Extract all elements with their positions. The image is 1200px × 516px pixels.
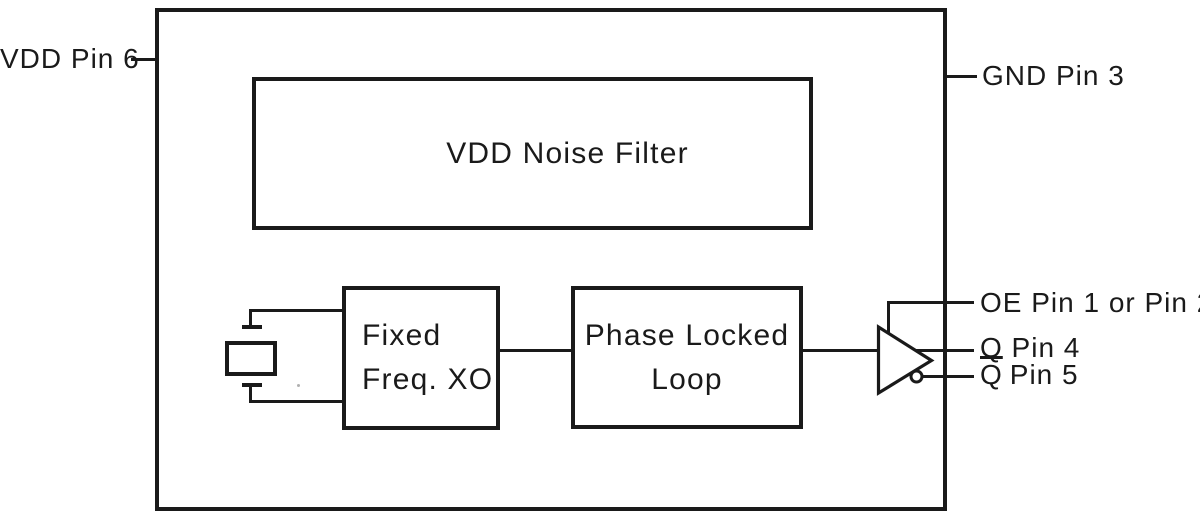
crystal-resonator-icon (225, 341, 277, 376)
q-bar-output-wire (919, 375, 974, 378)
output-buffer-icon (876, 324, 935, 396)
crystal-bottom-wire (249, 400, 343, 403)
oe-buffer-stub (887, 301, 890, 334)
fixed-freq-xo-block: Fixed Freq. XO (342, 286, 500, 430)
pll-block: Phase Locked Loop (571, 286, 803, 429)
crystal-bottom-plate (242, 383, 262, 387)
chip-boundary (155, 8, 947, 511)
crystal-top-wire (249, 309, 343, 312)
pll-label-line1: Phase Locked (584, 318, 790, 352)
q-bar-pin-text: Pin 5 (1009, 359, 1079, 390)
q-bar-overlined-letter: Q (980, 359, 1003, 390)
vdd-pin-label: VDD Pin 6 (0, 43, 140, 74)
vdd-noise-filter-label: VDD Noise Filter (446, 136, 689, 170)
crystal-bottom-stub (249, 386, 252, 403)
xo-to-pll-wire (500, 349, 571, 352)
crystal-top-stub (249, 309, 252, 328)
q-output-wire (916, 349, 974, 352)
q-pin-label: Q Pin 4 (980, 332, 1081, 363)
pll-label-line2: Loop (651, 362, 723, 396)
crystal-top-plate (242, 325, 262, 329)
gnd-pin-wire (945, 75, 977, 78)
oe-pin-label: OE Pin 1 or Pin 2 (980, 287, 1200, 318)
gnd-pin-label: GND Pin 3 (982, 60, 1125, 91)
buffer-triangle-icon (876, 324, 935, 396)
pll-to-buffer-wire (803, 349, 878, 352)
vdd-noise-filter-block: VDD Noise Filter (252, 77, 813, 230)
xo-label-line1: Fixed (362, 319, 442, 352)
vdd-pin-wire (131, 58, 157, 61)
scan-artifact-dot (297, 384, 300, 387)
xo-label-line2: Freq. XO (362, 363, 494, 396)
oe-pin-wire (888, 301, 974, 304)
inverter-bubble-icon (909, 369, 924, 384)
